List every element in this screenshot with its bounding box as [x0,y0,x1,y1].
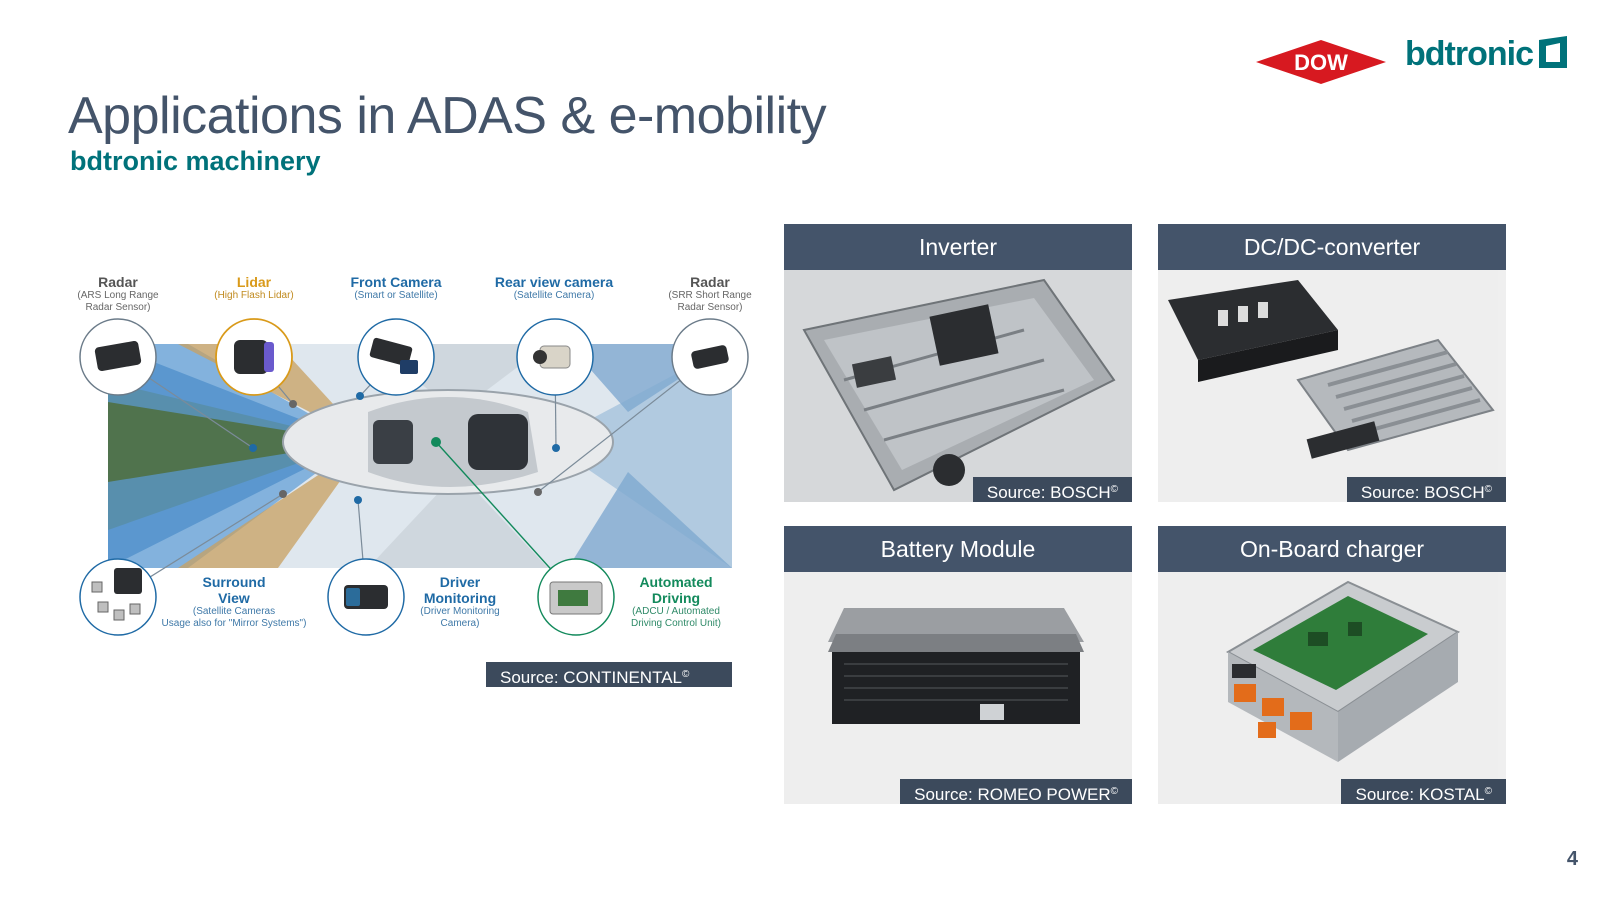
rear-coverage [548,344,732,568]
panel-battery-title: Battery Module [784,526,1132,572]
panel-inverter: Inverter Source: BOSCH© [784,224,1132,502]
panel-dcdc-title: DC/DC-converter [1158,224,1506,270]
car-rear-window [468,414,528,470]
front-camera-cone-bottom [108,442,358,568]
sensor-circle-automated-driving [537,558,615,636]
label-surround-view: Surround View (Satellite Cameras Usage a… [161,574,307,629]
battery-source-caption: Source: ROMEO POWER© [900,779,1132,804]
bdtronic-mark-icon [1538,36,1567,68]
front-camera-cone-top [108,344,358,442]
car-windshield [373,420,413,464]
dcdc-source-caption: Source: BOSCH© [1346,477,1506,502]
label-radar-short: Radar (SRR Short Range Radar Sensor) [668,274,752,313]
sensor-circle-rear-camera [516,318,594,396]
slide-title: Applications in ADAS & e-mobility [68,87,827,145]
sensor-circle-surround-view [79,558,157,636]
label-lidar: Lidar (High Flash Lidar) [214,274,294,301]
slide-subtitle: bdtronic machinery [70,146,321,176]
charger-source-caption: Source: KOSTAL© [1341,779,1506,804]
inverter-image [784,270,1132,502]
inverter-source-caption: Source: BOSCH© [972,477,1132,502]
dow-logo-text: DOW [1294,50,1348,75]
bdtronic-logo-text: bdtronic [1405,35,1534,73]
sensor-circle-front-camera [357,318,435,396]
dow-logo: DOW [1256,40,1386,84]
label-rear-view-camera: Rear view camera (Satellite Camera) [494,274,614,301]
dcdc-converter-image [1158,270,1506,502]
sensor-circle-radar-long [79,318,157,396]
label-front-camera: Front Camera (Smart or Satellite) [350,274,442,301]
battery-module-image [784,572,1132,804]
adas-source-caption: Source: CONTINENTAL© [486,662,732,687]
sensor-circle-radar-short [671,318,749,396]
panel-onboard-charger: On-Board charger Source: KOSTAL© [1158,526,1506,804]
sensor-circle-driver-monitoring [327,558,405,636]
bdtronic-logo: bdtronic [1405,34,1573,74]
label-driver-monitoring: Driver Monitoring (Driver Monitoring Cam… [420,574,500,629]
side-coverage-bottom [368,472,548,568]
panel-battery-module: Battery Module Source: ROMEO POWER© [784,526,1132,804]
panel-charger-title: On-Board charger [1158,526,1506,572]
label-radar-long: Radar (ARS Long Range Radar Sensor) [77,274,159,313]
label-automated-driving: Automated Driving (ADCU / Automated Driv… [630,574,722,629]
adas-diagram: Radar (ARS Long Range Radar Sensor) Lida… [68,262,780,657]
adas-illustration [79,318,749,636]
sensor-circle-lidar [215,318,293,396]
panel-dcdc-converter: DC/DC-converter Source: BOSCH© [1158,224,1506,502]
panel-inverter-title: Inverter [784,224,1132,270]
rear-radar-cone-bottom [568,472,732,568]
onboard-charger-image [1158,572,1506,804]
page-number: 4 [1566,848,1578,870]
